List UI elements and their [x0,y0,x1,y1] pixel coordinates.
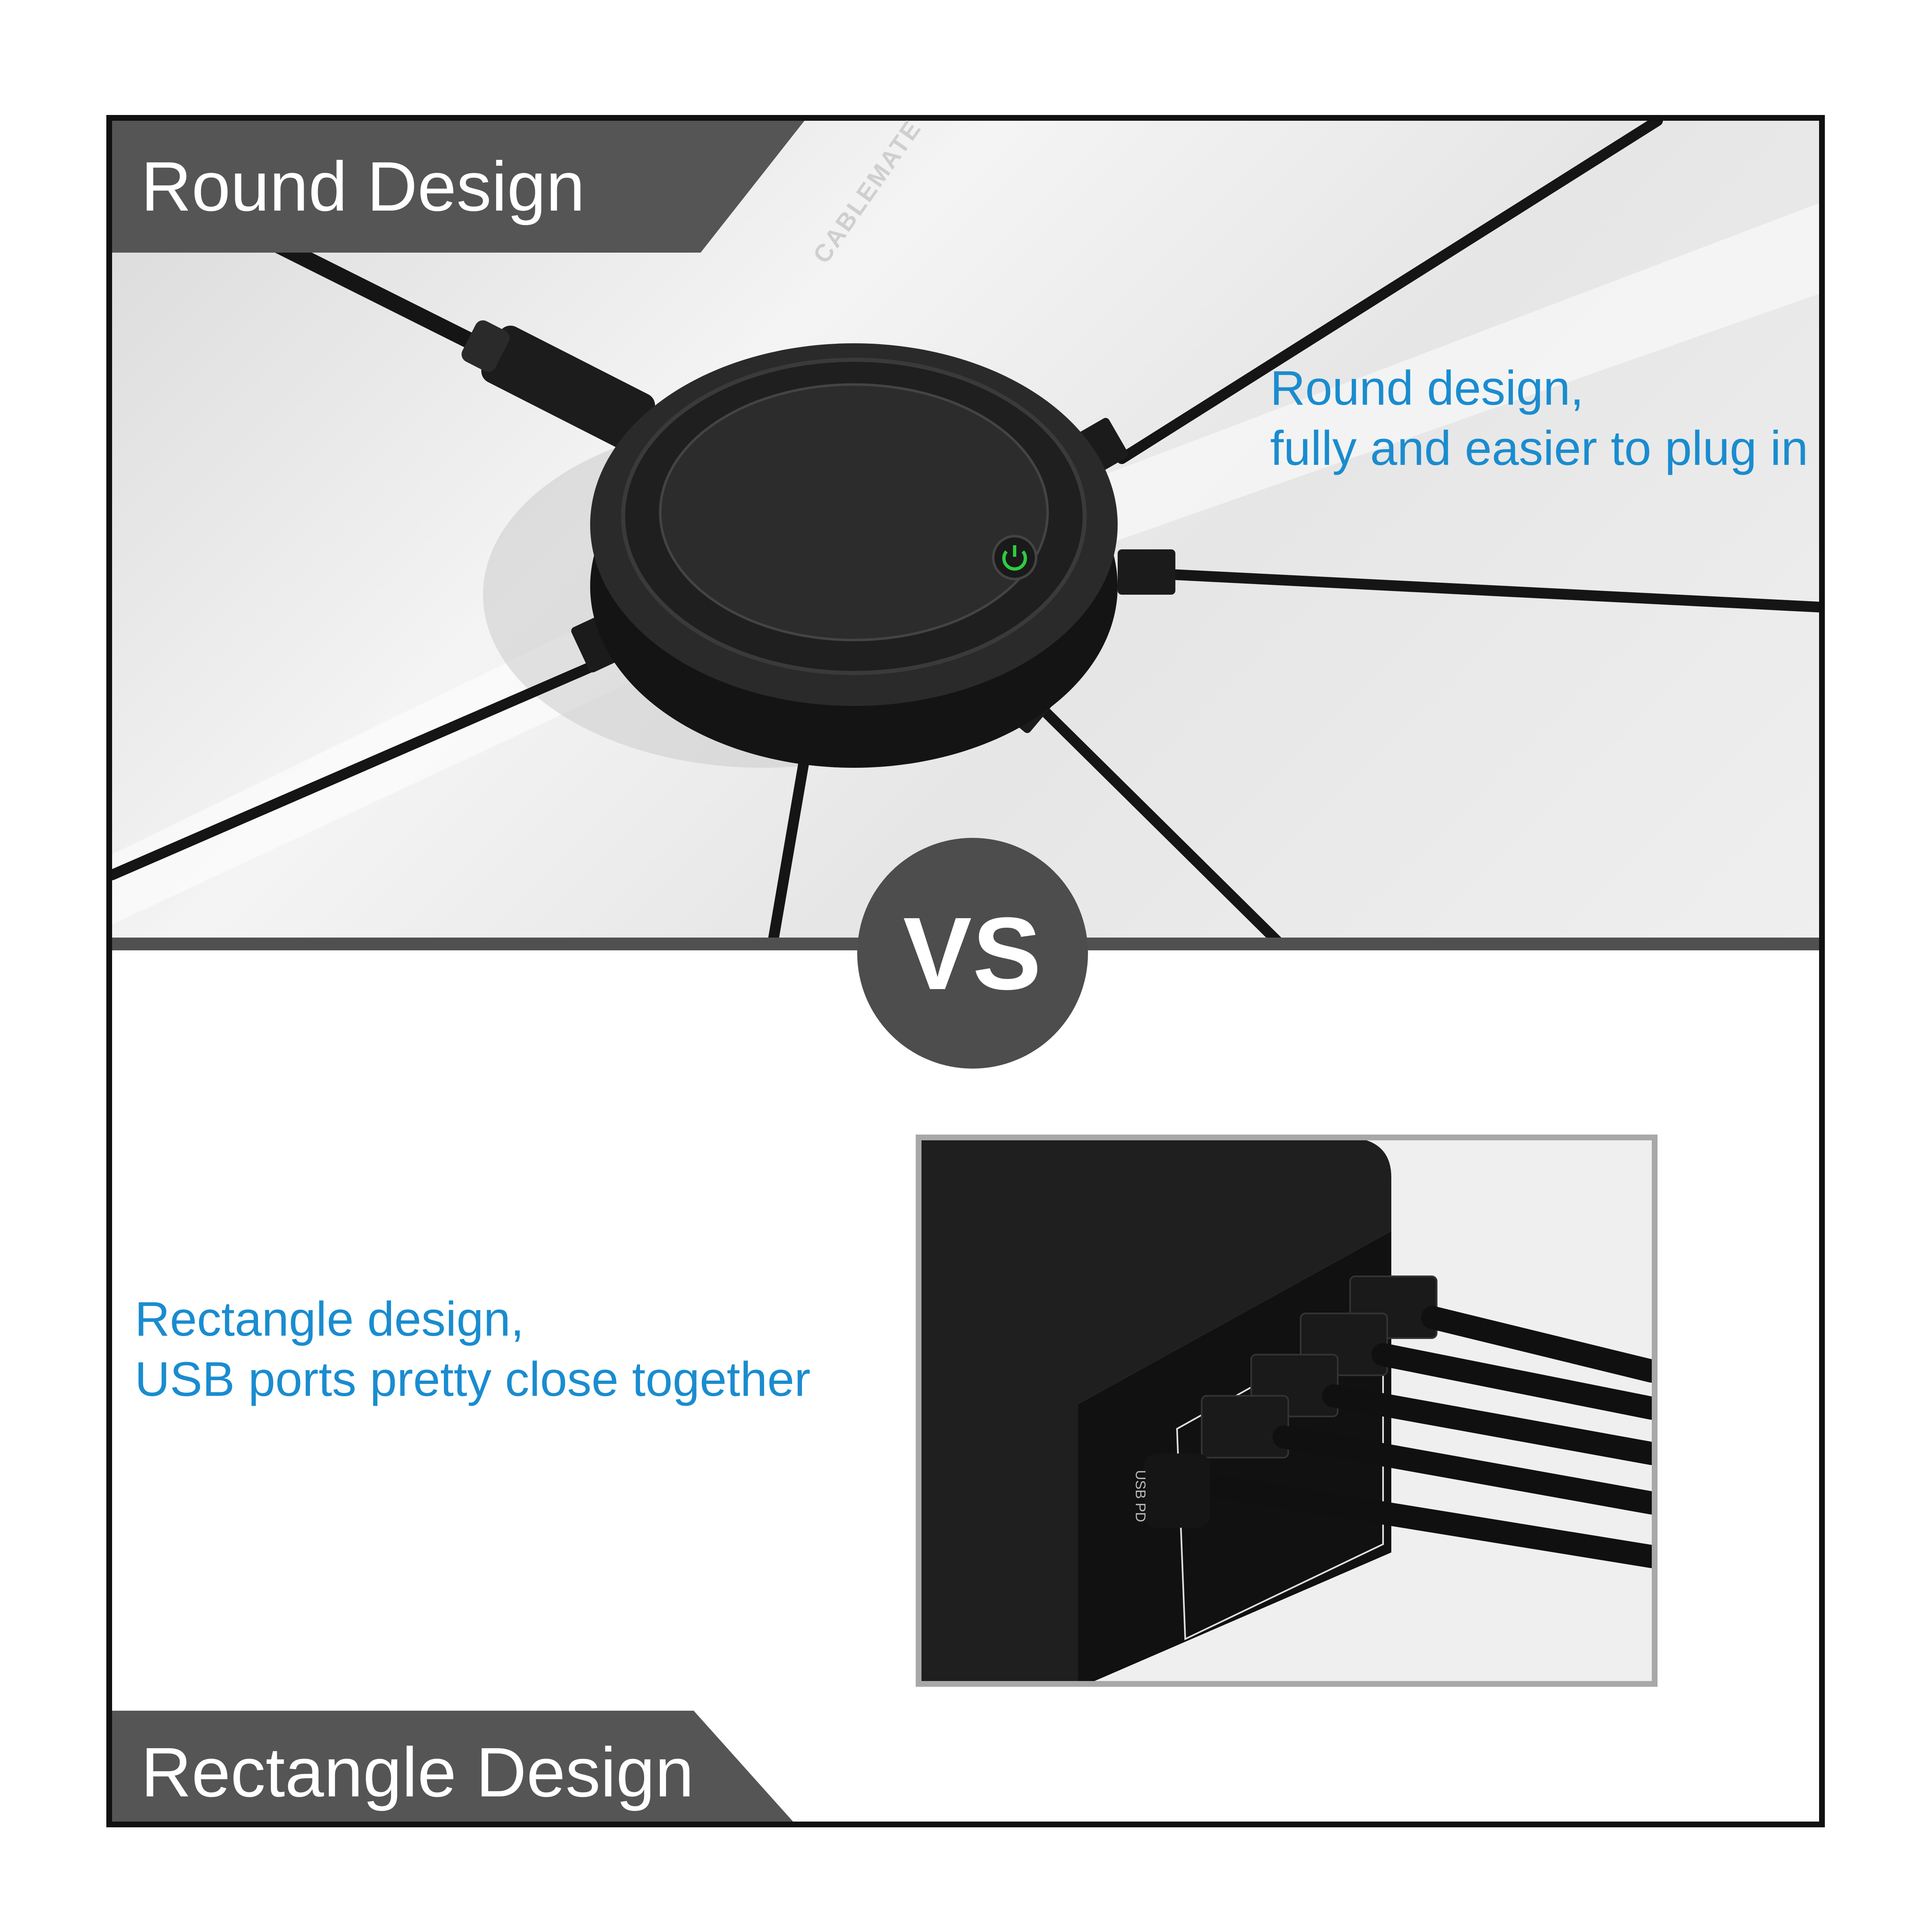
rectangle-caption-line2: USB ports pretty close together [135,1352,811,1407]
rectangle-caption-line1: Rectangle design, [135,1292,524,1346]
vs-badge: VS [857,838,1088,1069]
round-caption-line2: fully and easier to plug in [1270,421,1808,476]
rectangle-hub-illustration: USB PD [921,1140,1652,1681]
power-icon [992,535,1037,580]
round-design-title: Round Design [112,121,804,253]
rectangle-hub-photo: USB PD [916,1135,1658,1687]
rectangle-design-caption: Rectangle design, USB ports pretty close… [135,1289,811,1409]
round-design-caption: Round design, fully and easier to plug i… [1270,358,1808,478]
round-caption-line1: Round design, [1270,361,1584,415]
comparison-frame: Round Design Round design, fully and eas… [106,115,1825,1827]
round-hub-illustration [112,121,1819,950]
round-design-panel: Round Design Round design, fully and eas… [112,121,1819,950]
rectangle-design-title: Rectangle Design [112,1711,804,1822]
usb-pd-port-label: USB PD [1132,1470,1148,1522]
